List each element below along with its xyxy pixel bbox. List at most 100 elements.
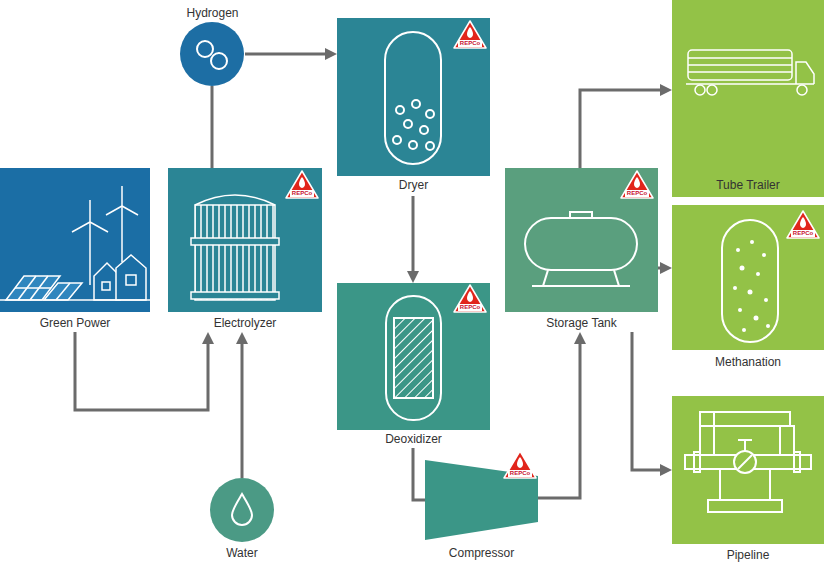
node-label: Green Power [0, 316, 150, 330]
pipeline-panel [744, 440, 746, 451]
tube-trailer-panel [688, 71, 792, 73]
green-power-panel [102, 282, 110, 290]
dryer-panel [393, 136, 401, 144]
green-power-panel [72, 222, 90, 232]
green-power-panel [126, 275, 136, 285]
methanation-panel [736, 248, 740, 252]
electrolyzer-panel [191, 292, 279, 299]
water-circle [232, 494, 252, 525]
water-circle [210, 478, 274, 542]
methanation-panel [738, 308, 742, 312]
flow-arrow [580, 90, 666, 168]
green-power-panel [0, 168, 150, 312]
node-label: Water [210, 546, 274, 560]
green-power-panel [121, 206, 123, 262]
deoxidizer-panel [337, 283, 490, 430]
storage-tank-panel [543, 270, 548, 286]
repco-logo [286, 21, 819, 478]
pipeline-panel [672, 396, 824, 544]
hydrogen-node: Hydrogen [180, 6, 245, 86]
pipeline-panel [672, 396, 824, 544]
tube-trailer-panel [672, 0, 824, 197]
node-label: Deoxidizer [337, 432, 490, 446]
green-power-panel [89, 222, 91, 285]
hydrogen-circle [211, 53, 227, 69]
flow-arrow [413, 448, 425, 500]
logo-text: REPCo [460, 304, 480, 311]
green-power-panel [30, 276, 48, 300]
tube-trailer-panel [797, 85, 807, 95]
repco-logo [454, 21, 486, 48]
dryer-panel [396, 106, 404, 114]
green-power-panel [106, 206, 122, 215]
dryer-panel [409, 141, 417, 149]
dryer-panel [337, 18, 490, 176]
pipeline-box: Pipeline [672, 396, 824, 564]
repco-logo [454, 285, 486, 312]
green-power-panel [121, 186, 123, 206]
node-label: Methanation [672, 355, 824, 369]
repco-logo [504, 451, 536, 478]
electrolyzer-panel [195, 195, 275, 205]
green-power-panel [44, 283, 82, 300]
methanation-panel [672, 205, 824, 350]
pipeline-panel [700, 412, 790, 426]
dryer-panel [385, 32, 441, 164]
dryer-panel [426, 142, 434, 150]
hydrogen-circle [197, 41, 213, 57]
deoxidizer-panel [337, 283, 490, 430]
methanation-panel [733, 240, 770, 332]
pipeline-panel [780, 426, 794, 455]
hydrogen-circle [180, 22, 244, 86]
pipeline-panel [700, 412, 714, 455]
node-label: Hydrogen [180, 6, 245, 20]
green-power-panel [15, 287, 51, 289]
water-circle [210, 478, 274, 542]
repco-logo [787, 211, 819, 238]
tube-trailer-panel [695, 85, 705, 95]
methanation-box: Methanation [672, 205, 824, 371]
green-power-panel [0, 299, 150, 301]
deoxidizer-panel [394, 318, 433, 398]
hydrogen-circle [180, 22, 244, 86]
flow-arrow [75, 332, 208, 410]
logo-text: REPCo [793, 230, 813, 237]
tube-trailer-panel [672, 0, 824, 197]
methanation-panel [740, 266, 745, 271]
pipeline-panel [794, 452, 800, 472]
logo-text: REPCo [460, 40, 480, 47]
green-power-panel [90, 222, 108, 232]
node-label: Electrolyzer [168, 316, 322, 330]
flow-arrow [241, 338, 244, 478]
methanation-panel [762, 253, 766, 257]
methanation-panel [733, 286, 737, 290]
methanation-panel [764, 298, 768, 302]
pipeline-panel [719, 469, 721, 500]
storage-tank-panel [505, 168, 658, 312]
flow-arrow [538, 338, 580, 498]
tube-trailer-panel [796, 62, 814, 84]
logo-text: REPCo [292, 190, 312, 197]
electrolyzer-panel [191, 238, 279, 245]
methanation-panel [756, 272, 760, 276]
dryer-panel [426, 110, 434, 118]
node-label: Compressor [425, 546, 538, 560]
dryer-panel [337, 18, 490, 176]
storage-tank-panel [525, 218, 637, 270]
green-power-panel [122, 206, 138, 215]
storage-tank-panel [570, 212, 592, 218]
flow-arrow [412, 196, 415, 277]
green-power-panel [89, 200, 91, 222]
tube-trailer-panel [707, 85, 717, 95]
electrolyzer-panel [168, 168, 322, 312]
pipeline-panel [738, 439, 752, 441]
logo-text: REPCo [510, 470, 530, 477]
green-power-panel [116, 255, 146, 300]
compressor-symbol [425, 460, 538, 540]
storage-tank-panel [505, 168, 658, 312]
storage-tank-panel [532, 285, 630, 287]
node-label: Tube Trailer [672, 178, 824, 192]
flow-arrow [658, 267, 666, 270]
water-node: Water [210, 478, 274, 562]
